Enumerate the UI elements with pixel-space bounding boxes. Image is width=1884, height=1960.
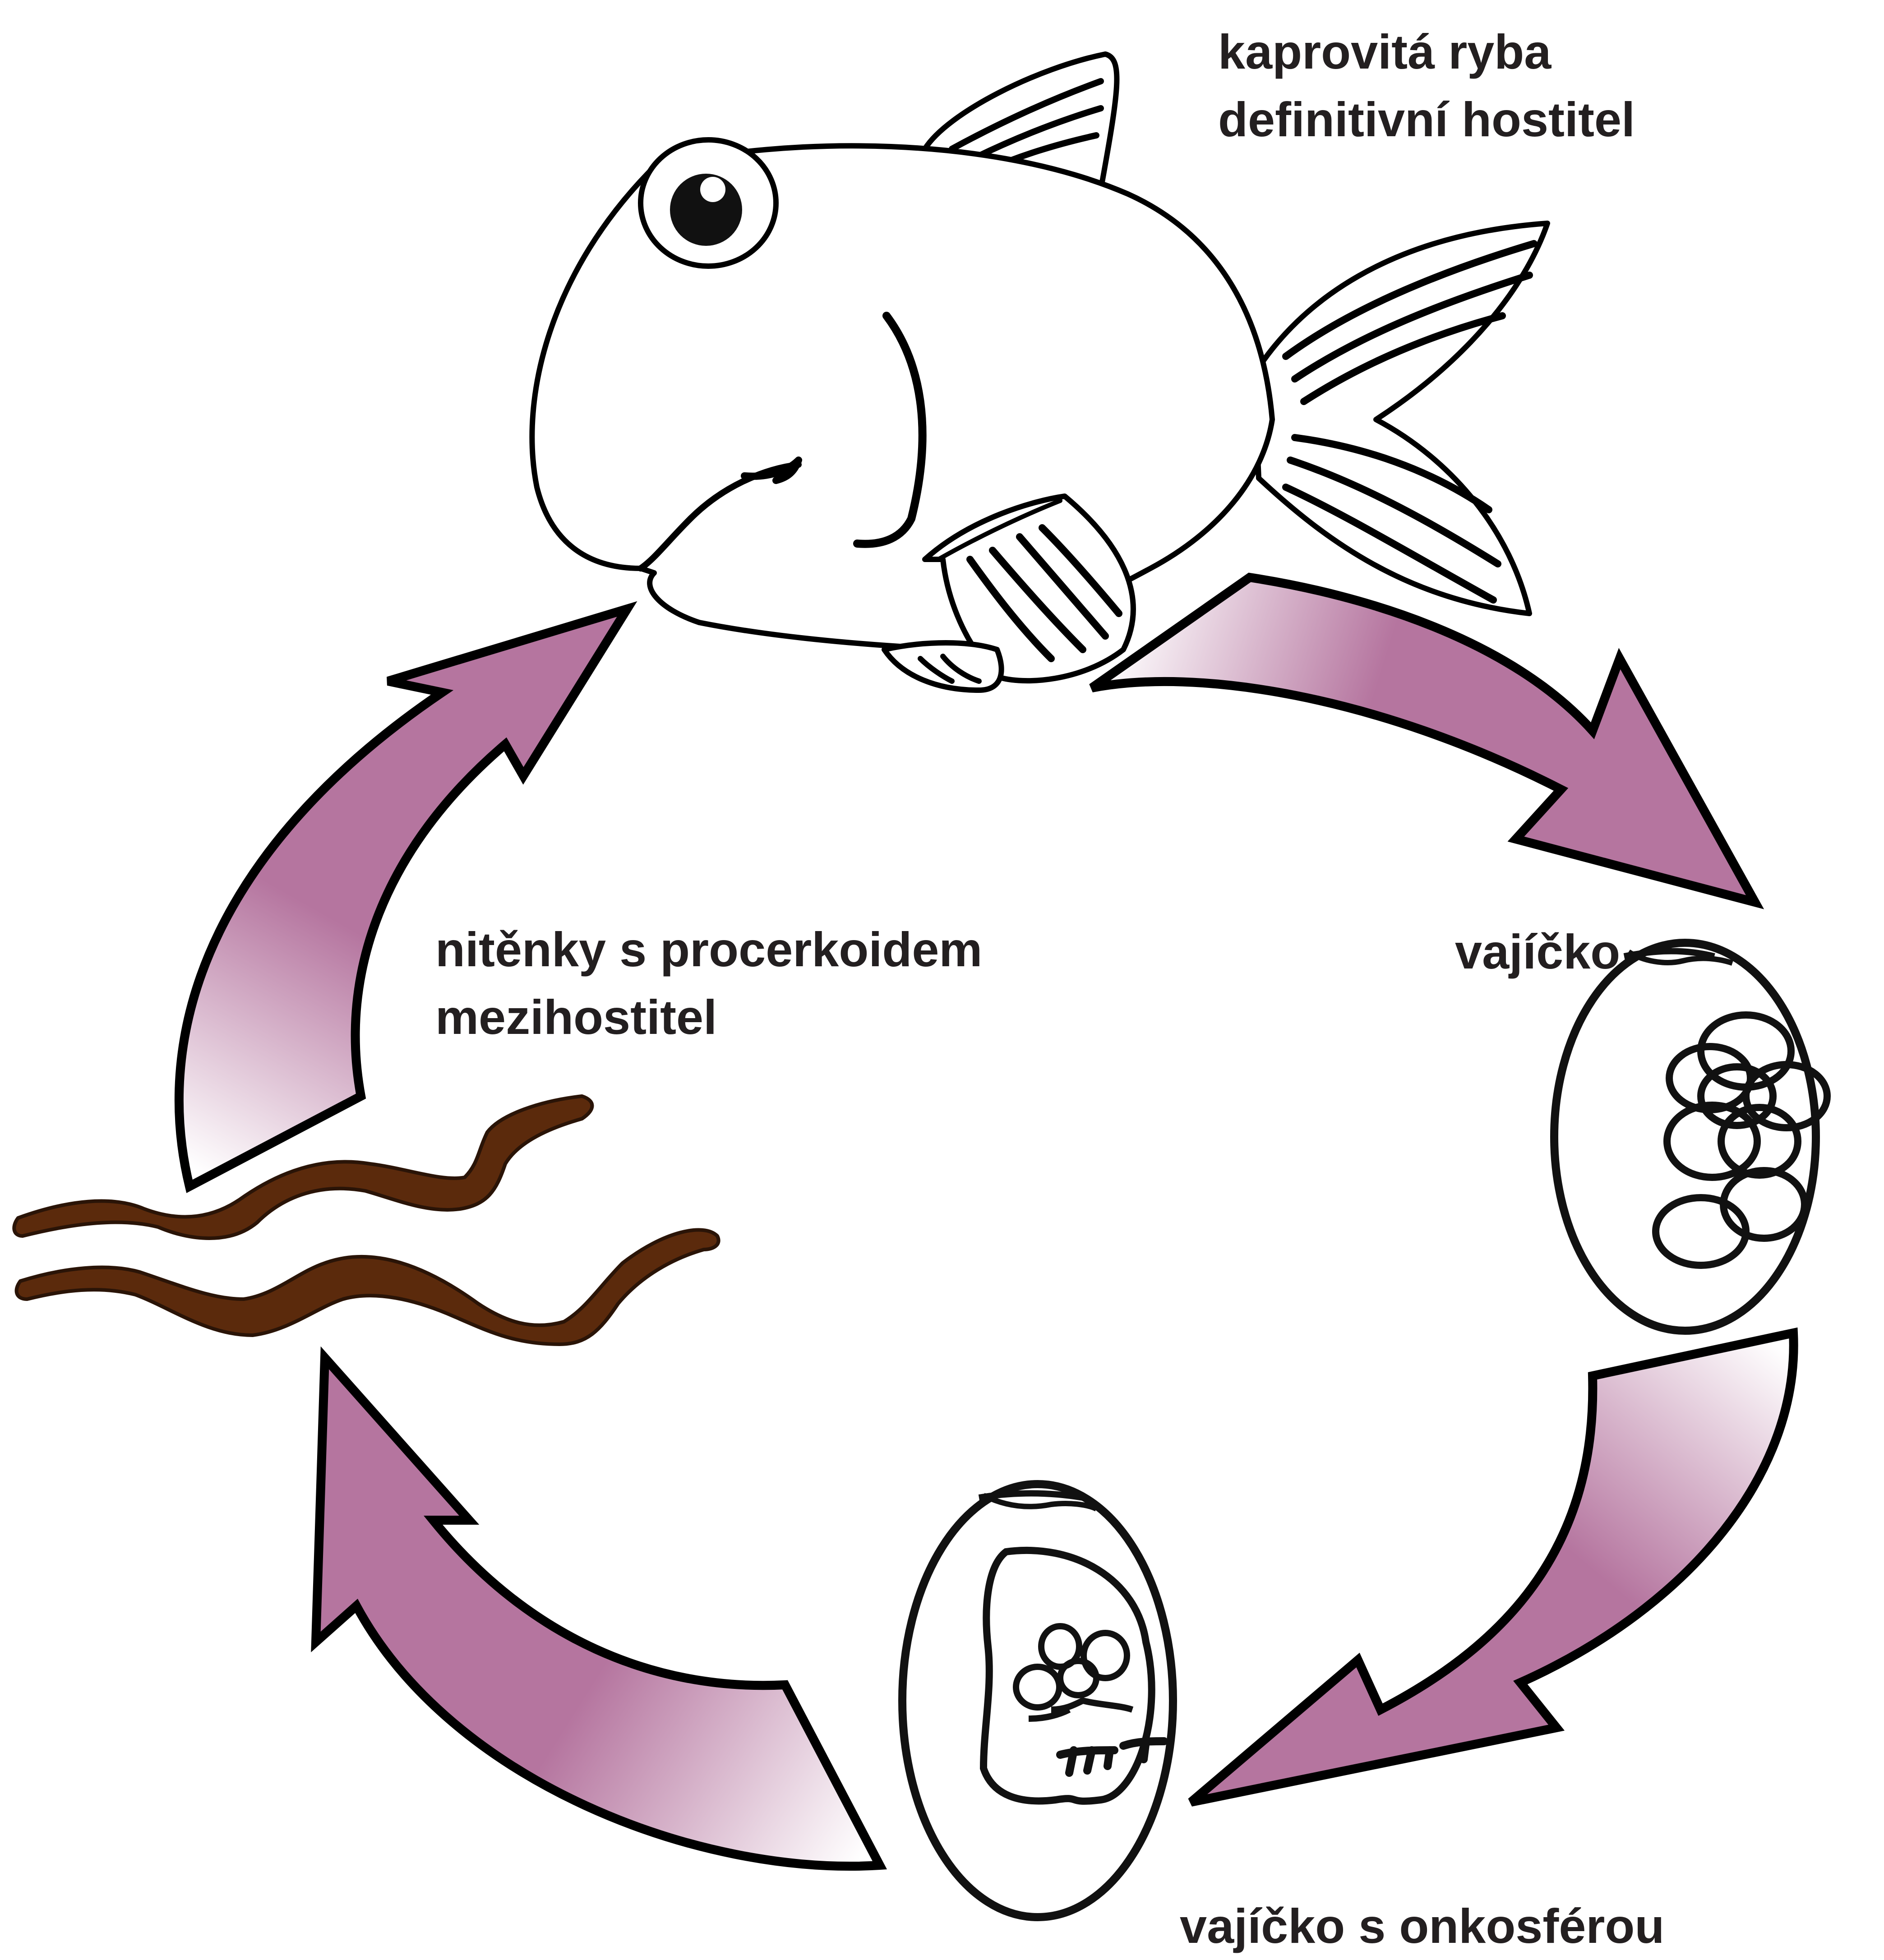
label-egg: vajíčko — [1455, 918, 1620, 986]
fish-eye — [641, 140, 776, 266]
label-egg-oncosphere: vajíčko s onkosférou — [1180, 1892, 1664, 1960]
arrow-oncosphere-to-worms — [316, 1358, 880, 1866]
pelvic-fin — [884, 643, 1002, 690]
worm — [17, 1230, 719, 1345]
label-fish-line2: definitivní hostitel — [1218, 86, 1635, 153]
tail-fin — [1254, 223, 1547, 613]
worms-illustration — [14, 1096, 718, 1344]
label-worms-host: nitěnky s procerkoidem mezihostitel — [435, 916, 982, 1051]
arrow-egg-to-oncosphere — [1191, 1333, 1794, 1802]
label-worms-line2: mezihostitel — [435, 983, 982, 1051]
arrow-fish-to-egg — [1092, 577, 1755, 902]
label-fish-host: kaprovitá ryba definitivní hostitel — [1218, 18, 1635, 153]
label-egg-oncosphere-line1: vajíčko s onkosférou — [1180, 1892, 1664, 1960]
label-fish-line1: kaprovitá ryba — [1218, 18, 1635, 86]
oncosphere-egg-illustration — [902, 1484, 1173, 1917]
label-egg-line1: vajíčko — [1455, 918, 1620, 986]
label-worms-line1: nitěnky s procerkoidem — [435, 916, 982, 983]
egg-illustration — [1554, 943, 1827, 1331]
